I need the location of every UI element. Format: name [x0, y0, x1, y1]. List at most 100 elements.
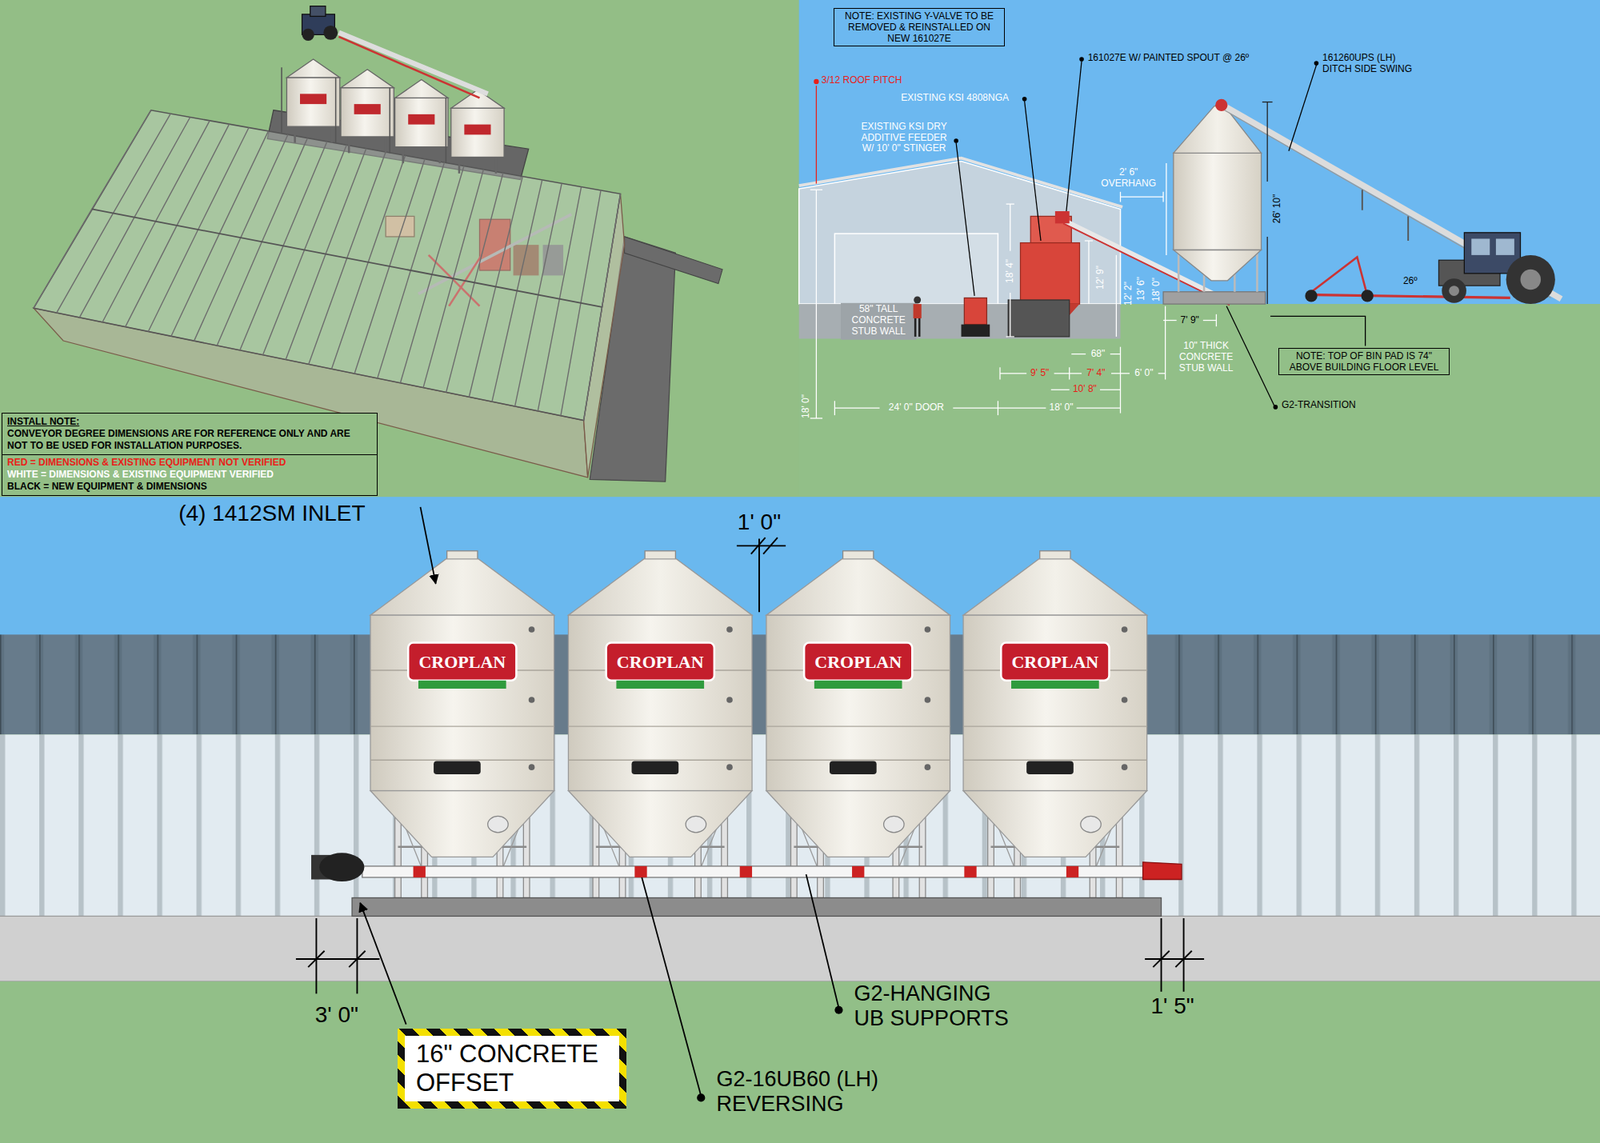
conveyor-161260ups: [1361, 189, 1364, 211]
note-box: NOTE: TOP OF BIN PAD IS 74" ABOVE BUILDI…: [1278, 348, 1450, 376]
iso-view: [92, 208, 603, 307]
dimension-line: [1110, 353, 1121, 355]
conveyor-161260ups: [1306, 256, 1368, 296]
part-label: 161260UPS (LH) DITCH SIDE SWING: [1322, 52, 1415, 76]
leader-dot: [1022, 96, 1028, 102]
conveyor-161260ups: [1224, 110, 1552, 299]
leader-line: [420, 507, 436, 584]
under-bin-conveyor: [319, 852, 364, 882]
part-label: 161027E W/ PAINTED SPOUT @ 26º: [1088, 52, 1250, 64]
dimension-line: [751, 537, 766, 554]
bin-side: [1256, 249, 1259, 292]
side-elevation: [840, 303, 916, 340]
part-label: G2-TRANSITION: [1281, 400, 1356, 412]
conveyor-161260ups: [1215, 99, 1228, 112]
dimension-label: 7' 9": [1180, 315, 1200, 327]
side-elevation: [799, 0, 1600, 497]
dimension-line: [1203, 320, 1217, 321]
roof-pitch-marker: [816, 85, 817, 184]
dimension-line: [348, 951, 365, 968]
tractor-side: [1506, 255, 1556, 304]
dimension-label: 18' 0": [1152, 277, 1164, 302]
dimension-line: [1051, 389, 1070, 391]
bins-iso: [281, 59, 504, 174]
dimension-line: [1084, 240, 1093, 241]
ksi-equipment: [1020, 243, 1080, 305]
dimension-line: [834, 408, 880, 409]
dimension-line: [810, 417, 823, 419]
bin-side: [1177, 249, 1180, 292]
dimension-line: [1165, 163, 1167, 256]
dimension-label: 2' 6" OVERHANG: [1098, 167, 1159, 190]
leader-line: [1270, 316, 1366, 346]
front-elevation: [0, 496, 1600, 1143]
note-text: NOTE: TOP OF BIN PAD IS 74" ABOVE BUILDI…: [1284, 350, 1444, 373]
dimension-line: [1076, 408, 1121, 409]
dimension-line: [1009, 292, 1011, 337]
leader-line: [360, 507, 839, 1096]
dimension-line: [810, 163, 1217, 419]
leader-line: [806, 874, 840, 1008]
part-label: G2-HANGING UB SUPPORTS: [854, 981, 1021, 1032]
dimension-label: 3' 0": [315, 1002, 359, 1028]
side-elevation: [799, 0, 1600, 304]
dimension-line: [308, 951, 324, 968]
dimension-line: [1088, 240, 1089, 304]
dimension-line: [1162, 192, 1164, 203]
conveyor-161027e: [1055, 211, 1070, 224]
bins-iso: [445, 89, 504, 174]
front-elevation: [0, 916, 1600, 982]
part-label: G2-16UB60 (LH) REVERSING: [716, 1067, 899, 1117]
leader-line: [1024, 100, 1041, 241]
front-elevation: [0, 981, 1600, 1143]
logo-text: CROPLAN: [1011, 652, 1099, 672]
dimension-label: 9' 5": [1030, 368, 1049, 380]
bin-side: [1173, 249, 1262, 280]
leader-line: [360, 903, 406, 1025]
leader-dot: [953, 56, 1319, 410]
leader-dot: [834, 1006, 843, 1015]
under-bin-conveyor: [852, 866, 864, 878]
dimension-line: [1120, 192, 1121, 203]
leader-dot: [953, 138, 959, 144]
note-text: NOTE: EXISTING Y-VALVE TO BE REMOVED & R…: [839, 10, 1000, 44]
dimension-label: 12' 2": [1123, 281, 1135, 306]
dimension-label: 1' 5": [1150, 993, 1194, 1020]
leader-dot: [1079, 56, 1084, 62]
dimension-line: [1216, 314, 1217, 327]
iso-view: [0, 0, 800, 497]
bins-iso: [281, 59, 340, 144]
dimension-line: [1071, 353, 1086, 355]
legend-white-text: WHITE = DIMENSIONS & EXISTING EQUIPMENT …: [7, 468, 372, 481]
under-bin-conveyor: [634, 866, 647, 878]
note-label: 3/12 ROOF PITCH: [821, 75, 903, 87]
dimension-line: [315, 918, 317, 994]
dimension-label: 24' 0" DOOR: [888, 402, 944, 414]
legend-black-text: BLACK = NEW EQUIPMENT & DIMENSIONS: [7, 480, 372, 493]
ksi-equipment: [964, 297, 987, 324]
side-elevation: [834, 233, 998, 304]
dimension-line: [1054, 372, 1082, 374]
part-label: EXISTING KSI 4808NGA: [900, 92, 1009, 104]
tractor-iso: [302, 28, 315, 41]
tractor-iso: [323, 25, 338, 40]
part-label: 58" TALL CONCRETE STUB WALL: [849, 304, 908, 337]
conveyor-iso: [338, 32, 488, 95]
note-heading: INSTALL NOTE:: [7, 416, 372, 428]
dimension-line: [1068, 367, 1070, 380]
conveyor-iso: [338, 32, 488, 99]
leader-dot: [1314, 60, 1320, 66]
dimension-line: [1009, 204, 1011, 252]
bin-side: [1173, 106, 1262, 154]
leader-line: [641, 877, 701, 1096]
leader-dot: [1273, 404, 1279, 410]
leader-line: [1288, 65, 1316, 152]
dimension-line: [296, 537, 1204, 994]
front-elevation: [568, 551, 752, 899]
height-dimension: [1267, 236, 1268, 304]
dimension-line: [356, 918, 358, 994]
dimension-line: [1120, 196, 1164, 198]
ksi-equipment: [1008, 300, 1070, 337]
